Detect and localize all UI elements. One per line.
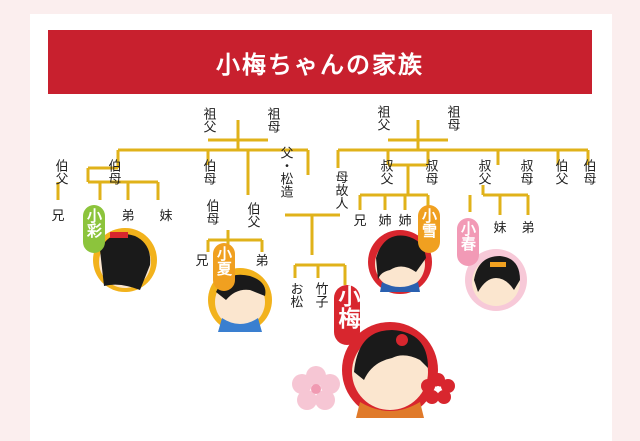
- label-aunt-e: 伯母: [581, 159, 597, 185]
- label-uncle-c: 叔父: [378, 159, 394, 185]
- label-grandmother-left: 祖母: [265, 107, 281, 133]
- label-uncle-d: 叔父: [476, 159, 492, 185]
- label-younger-brother-b: 弟: [255, 254, 268, 269]
- badge-koume: 小梅: [334, 285, 361, 345]
- plum-flower-pink: [292, 366, 340, 410]
- badge-kosai: 小彩: [83, 205, 105, 253]
- label-mother: 母故人: [333, 171, 349, 210]
- badge-koyuki: 小雪: [418, 205, 440, 253]
- label-aunt-f: 伯母: [204, 199, 220, 225]
- label-younger-sister-a: 妹: [159, 209, 172, 224]
- koume-name: 小梅: [335, 285, 361, 329]
- label-takeko: 竹子: [313, 282, 329, 308]
- label-grandmother-right: 祖母: [445, 105, 461, 131]
- badge-konatsu: 小夏: [213, 243, 235, 291]
- label-grandfather-left: 祖父: [201, 107, 217, 133]
- label-brother-c: 兄: [353, 214, 366, 229]
- label-grandfather-right: 祖父: [375, 105, 391, 131]
- label-aunt-b: 伯母: [201, 159, 217, 185]
- label-aunt-a: 伯母: [106, 159, 122, 185]
- label-uncle-b: 伯父: [245, 202, 261, 228]
- label-aunt-d: 叔母: [518, 159, 534, 185]
- label-father: 父・松造: [278, 146, 294, 199]
- label-aunt-c: 叔母: [423, 159, 439, 185]
- konatsu-name: 小夏: [215, 246, 233, 277]
- label-older-sister-1: 姉: [378, 214, 391, 229]
- label-brother-b: 兄: [195, 254, 208, 269]
- label-omatsu: お松: [288, 282, 304, 308]
- label-uncle-e: 伯父: [553, 159, 569, 185]
- koharu-name: 小春: [459, 221, 477, 252]
- badge-koharu: 小春: [457, 218, 479, 266]
- label-younger-brother-d: 弟: [521, 221, 534, 236]
- label-younger-sister-d: 妹: [493, 221, 506, 236]
- label-younger-brother-a: 弟: [121, 209, 134, 224]
- label-older-sister-2: 姉: [398, 214, 411, 229]
- label-uncle-a: 伯父: [53, 159, 69, 185]
- kosai-name: 小彩: [85, 208, 103, 239]
- label-brother-a: 兄: [51, 209, 64, 224]
- koyuki-name: 小雪: [420, 208, 438, 239]
